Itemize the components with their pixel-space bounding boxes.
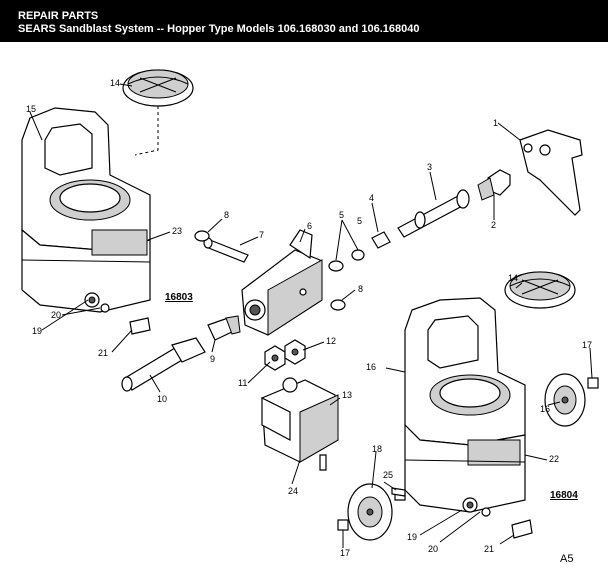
nozzle-10	[121, 337, 206, 392]
fitting-2	[477, 169, 511, 201]
callout-5a: 5	[339, 210, 344, 220]
washer-8a	[194, 230, 210, 242]
callout-20b: 20	[428, 544, 438, 554]
hopper-lid-left	[122, 69, 194, 156]
callout-17a: 17	[582, 340, 592, 350]
axle-cap-front	[337, 519, 349, 531]
callout-24: 24	[288, 486, 298, 496]
hopper-left	[21, 107, 151, 313]
callout-23: 23	[172, 226, 182, 236]
callout-18: 18	[372, 444, 382, 454]
washer-8b	[330, 299, 346, 311]
callout-25: 25	[383, 470, 393, 480]
callout-6: 6	[307, 221, 312, 231]
callout-1: 1	[493, 118, 498, 128]
callout-10: 10	[157, 394, 167, 404]
fitting-21-right	[511, 519, 533, 539]
mounting-bracket	[519, 129, 583, 216]
fitting-9	[207, 315, 241, 341]
callout-22: 22	[549, 454, 559, 464]
pin-7	[203, 237, 249, 263]
valve-body	[241, 229, 323, 336]
page-code: A5	[560, 553, 573, 565]
callout-5b: 5	[357, 216, 362, 226]
model-label-16803: 16803	[165, 292, 193, 303]
callout-4: 4	[369, 193, 374, 203]
callout-19b: 19	[407, 532, 417, 542]
header-subtitle: SEARS Sandblast System -- Hopper Type Mo…	[18, 23, 420, 35]
wheel-front	[347, 483, 393, 541]
callout-11: 11	[238, 378, 247, 388]
tube-24	[319, 454, 327, 471]
callout-17b: 17	[340, 548, 350, 558]
callout-9: 9	[210, 354, 215, 364]
callout-13: 13	[342, 390, 352, 400]
callout-7: 7	[259, 230, 264, 240]
header-title: REPAIR PARTS	[18, 10, 99, 22]
callout-20a: 20	[51, 310, 61, 320]
header-bar: REPAIR PARTS SEARS Sandblast System -- H…	[0, 0, 608, 42]
wheel-rear	[544, 373, 586, 427]
callout-labels: 1 2 3 4 5 8 6 7 8 9 10 11 12 13 14 14 15…	[26, 78, 592, 558]
oring-5b	[351, 249, 365, 261]
fitting-21-left	[129, 317, 151, 335]
clip-4	[371, 231, 391, 249]
callout-21a: 21	[98, 348, 108, 358]
callout-19a: 19	[32, 326, 42, 336]
callout-3: 3	[427, 162, 432, 172]
callout-8b: 8	[358, 284, 363, 294]
valve-rod	[397, 189, 470, 238]
callout-8a: 8	[224, 210, 229, 220]
hopper-lid-right	[504, 271, 576, 309]
callout-16a: 16	[366, 362, 376, 372]
callout-21b: 21	[484, 544, 494, 554]
nut-12	[284, 339, 306, 365]
axle-cap-rear	[587, 377, 599, 389]
callout-2: 2	[491, 220, 496, 230]
model-label-16804: 16804	[550, 490, 578, 501]
oring-5a	[328, 260, 344, 272]
callout-14a: 14	[110, 78, 120, 88]
callout-12: 12	[326, 336, 336, 346]
mixing-block	[261, 377, 339, 463]
leader-lines	[29, 83, 593, 548]
callout-14b: 14	[508, 273, 518, 283]
hopper-right	[394, 297, 526, 517]
callout-16b: 16	[540, 404, 550, 414]
nut-11	[264, 345, 286, 371]
callout-15: 15	[26, 104, 36, 114]
